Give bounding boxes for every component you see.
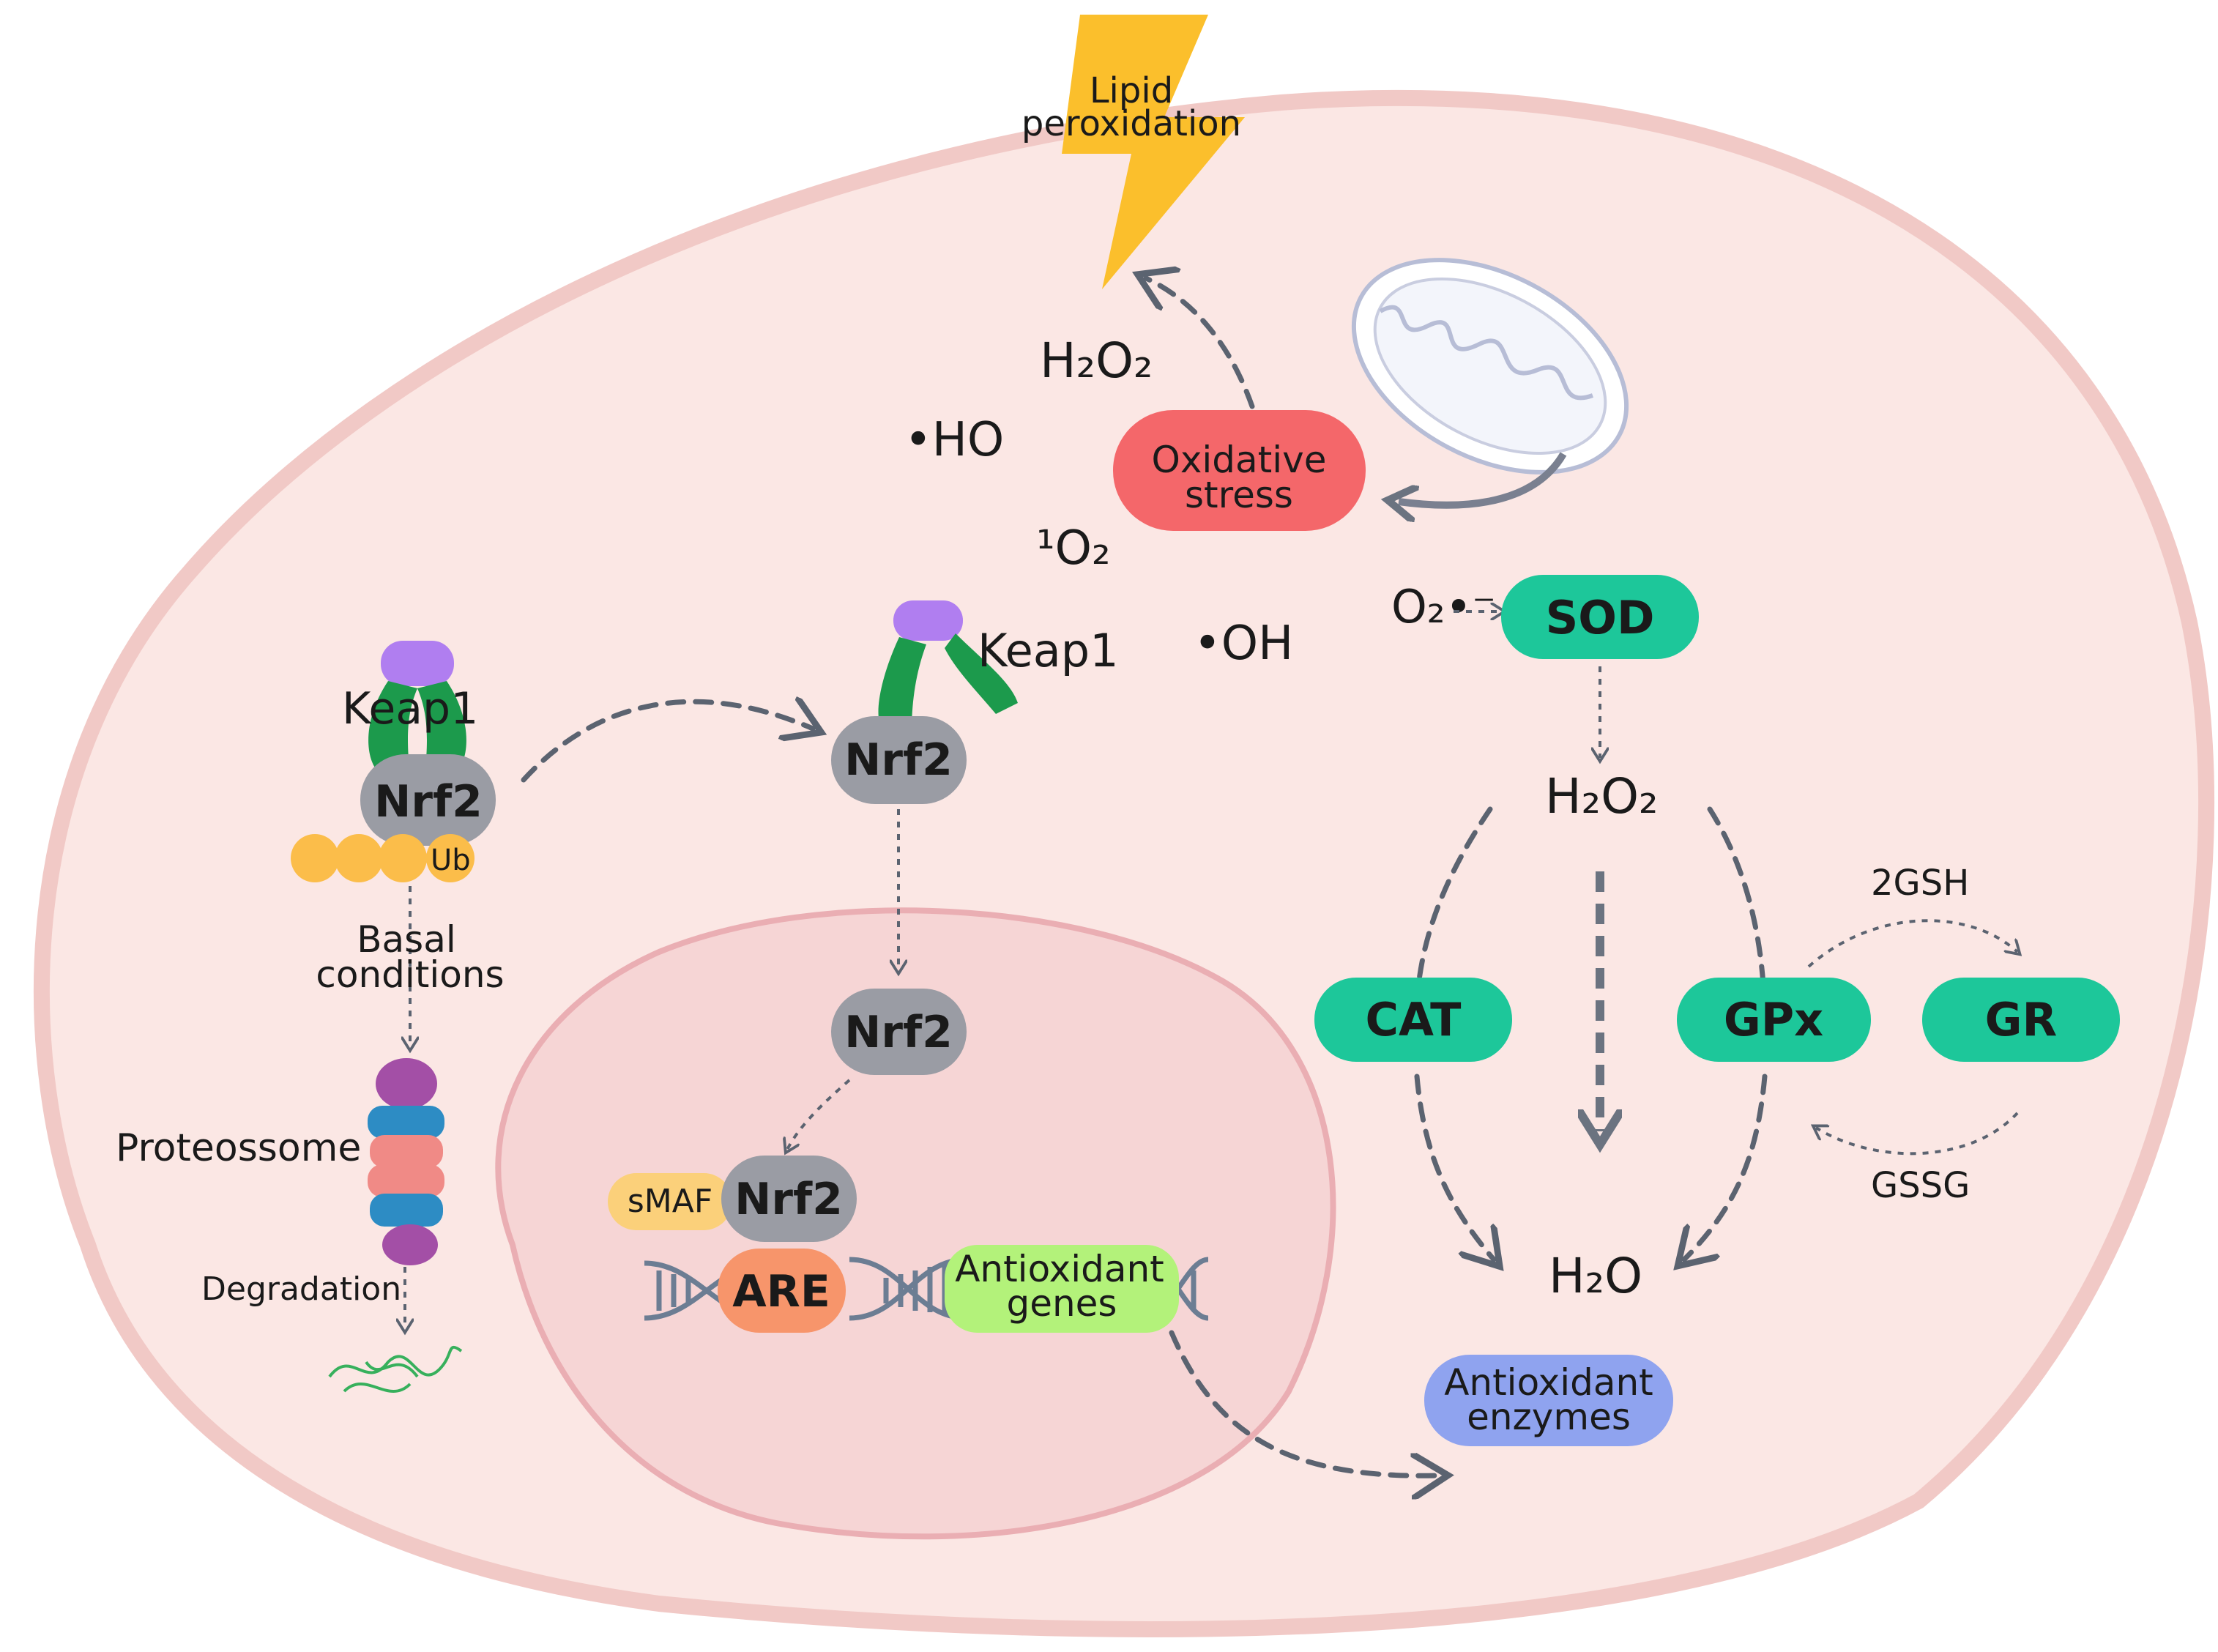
arrow-genes-to-enzymes	[1169, 1330, 1439, 1476]
keap1-label-center: Keap1	[978, 624, 1119, 677]
antioxidant-enzymes-label-line1: Antioxidant	[1444, 1361, 1653, 1404]
singlet-oxygen-label: ¹O₂	[1036, 521, 1111, 576]
are-pill	[718, 1249, 846, 1333]
nucleus	[495, 907, 1336, 1540]
superoxide-label: O₂•⁻	[1391, 580, 1496, 633]
sod-pill	[1501, 575, 1699, 659]
gr-label: GR	[1985, 993, 2058, 1046]
smaf-label: sMAF	[628, 1183, 712, 1220]
gssg-label: GSSG	[1871, 1165, 1970, 1206]
arrow-nrf2-to-smaf-complex	[787, 1079, 851, 1150]
keap1-head-center	[893, 600, 963, 641]
keap1-arm-center-a	[878, 637, 926, 732]
arrow-gpx-to-gr-gsh	[1807, 919, 2017, 968]
are-label: ARE	[732, 1266, 830, 1317]
cat-label: CAT	[1366, 993, 1462, 1046]
ho-radical-label: •HO	[904, 413, 1004, 467]
gpx-label: GPx	[1724, 993, 1823, 1046]
ub-label: Ub	[431, 844, 471, 877]
gr-pill	[1922, 978, 2120, 1062]
antioxidant-enzymes-pill	[1424, 1355, 1673, 1446]
basal-conditions-label-line2: conditions	[316, 953, 504, 996]
keap1-center	[878, 600, 1018, 732]
h2o2-label-mid: H₂O₂	[1545, 768, 1659, 825]
nrf2-label-nucleus: Nrf2	[844, 1007, 953, 1058]
nrf2-label-left: Nrf2	[374, 776, 483, 827]
keap1-head-left	[381, 641, 454, 686]
proteosome-label: Proteossome	[116, 1126, 361, 1170]
oxidative-stress-pill	[1113, 410, 1366, 531]
nrf2-label-bound: Nrf2	[734, 1174, 843, 1225]
nrf2-pill-left	[360, 754, 496, 846]
h2o-label: H₂O	[1549, 1248, 1642, 1304]
lightning-bolt-icon	[1062, 15, 1245, 289]
keap1-arm-left-a	[368, 681, 417, 776]
antioxidant-genes-label-line1: Antioxidant	[955, 1248, 1164, 1290]
smaf-pill	[608, 1173, 732, 1230]
nrf2-pill-nucleus	[831, 989, 967, 1075]
ubiquitin-chain	[291, 834, 475, 882]
arrow-gpx-to-h2o	[1684, 1074, 1768, 1260]
lipid-peroxidation-label-line2: peroxidation	[1021, 103, 1241, 144]
nrf2-pill-center	[831, 716, 967, 804]
nrf2-label-center: Nrf2	[844, 734, 953, 786]
arrow-cat-to-h2o	[1414, 1074, 1494, 1260]
basal-conditions-label-line1: Basal	[357, 918, 456, 961]
keap1-arm-left-b	[417, 681, 466, 776]
gpx-pill	[1677, 978, 1871, 1062]
gsh-label: 2GSH	[1871, 863, 1969, 904]
nrf2-pill-bound	[721, 1156, 857, 1242]
arrow-gr-to-gpx-gssg	[1816, 1112, 2019, 1156]
arrow-to-lipid-peroxidation	[1146, 278, 1255, 409]
sod-label: SOD	[1546, 591, 1655, 644]
arrow-release-nrf2	[521, 702, 813, 783]
proteosome-icon	[368, 1058, 444, 1265]
antioxidant-enzymes-label-line2: enzymes	[1467, 1396, 1631, 1438]
keap1-complex-left	[368, 641, 466, 776]
degradation-label: Degradation	[201, 1270, 401, 1308]
antioxidant-genes-pill	[945, 1245, 1179, 1333]
lipid-peroxidation-label-line1: Lipid	[1090, 70, 1173, 111]
antioxidant-genes-label-line2: genes	[1006, 1282, 1117, 1325]
peptide-fragments-icon	[328, 1345, 463, 1393]
cat-pill	[1314, 978, 1512, 1062]
oh-radical-label: •OH	[1194, 617, 1293, 671]
keap1-arm-center-b	[945, 633, 1018, 714]
h2o2-label-top: H₂O₂	[1040, 332, 1153, 389]
mitochondrion-icon	[1351, 258, 1629, 475]
arrow-mitochondrion-to-oxidative-stress	[1399, 452, 1567, 505]
keap1-label-left: Keap1	[342, 683, 478, 734]
oxidative-stress-label-line1: Oxidative	[1151, 439, 1326, 481]
oxidative-stress-label-line2: stress	[1185, 474, 1293, 516]
